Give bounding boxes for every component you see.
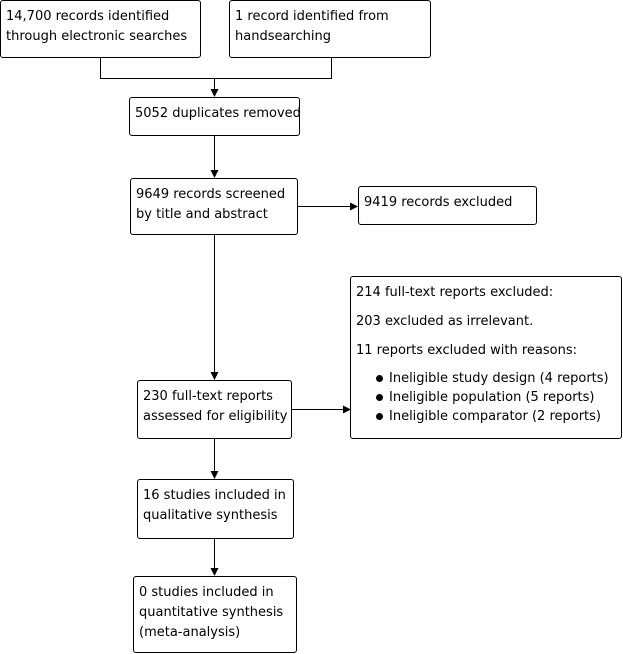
duplicates-removed-box: 5052 duplicates removed bbox=[129, 97, 301, 136]
records-screened-box: 9649 records screened by title and abstr… bbox=[130, 178, 298, 235]
box-line: (meta-analysis) bbox=[139, 625, 241, 640]
exclusion-reason-item: Ineligible population (5 reports) bbox=[376, 388, 616, 407]
exclusion-reasons-list: Ineligible study design (4 reports) Inel… bbox=[356, 369, 616, 426]
box-line: through electronic searches bbox=[6, 29, 188, 44]
box-line: 0 studies included in bbox=[139, 585, 274, 600]
qualitative-synthesis-box: 16 studies included in qualitative synth… bbox=[137, 479, 294, 539]
box-line: quantitative synthesis bbox=[139, 605, 284, 620]
box-line: 5052 duplicates removed bbox=[135, 106, 301, 121]
box-line: handsearching bbox=[235, 29, 331, 44]
exclusion-reason-item: Ineligible study design (4 reports) bbox=[376, 369, 616, 388]
excluded-irrelevant: 203 excluded as irrelevant. bbox=[356, 314, 534, 329]
quantitative-synthesis-box: 0 studies included in quantitative synth… bbox=[133, 576, 297, 653]
box-line: 230 full-text reports bbox=[143, 389, 273, 404]
records-identified-handsearch-box: 1 record identified from handsearching bbox=[229, 0, 431, 58]
excluded-reasons-header: 11 reports excluded with reasons: bbox=[356, 343, 578, 358]
box-line: 9649 records screened bbox=[136, 187, 286, 202]
box-line: by title and abstract bbox=[136, 207, 268, 222]
box-line: 14,700 records identified bbox=[6, 9, 170, 24]
box-line: 9419 records excluded bbox=[364, 195, 513, 210]
fulltext-excluded-box: 214 full-text reports excluded: 203 excl… bbox=[350, 276, 622, 439]
records-excluded-box: 9419 records excluded bbox=[358, 186, 537, 225]
exclusion-reason-item: Ineligible comparator (2 reports) bbox=[376, 407, 616, 426]
box-line: qualitative synthesis bbox=[143, 508, 278, 523]
box-line: 16 studies included in bbox=[143, 488, 286, 503]
excluded-title: 214 full-text reports excluded: bbox=[356, 285, 554, 300]
box-line: assessed for eligibility bbox=[143, 409, 288, 424]
fulltext-assessed-box: 230 full-text reports assessed for eligi… bbox=[137, 380, 292, 439]
records-identified-electronic-box: 14,700 records identified through electr… bbox=[0, 0, 201, 58]
box-line: 1 record identified from bbox=[235, 9, 389, 24]
